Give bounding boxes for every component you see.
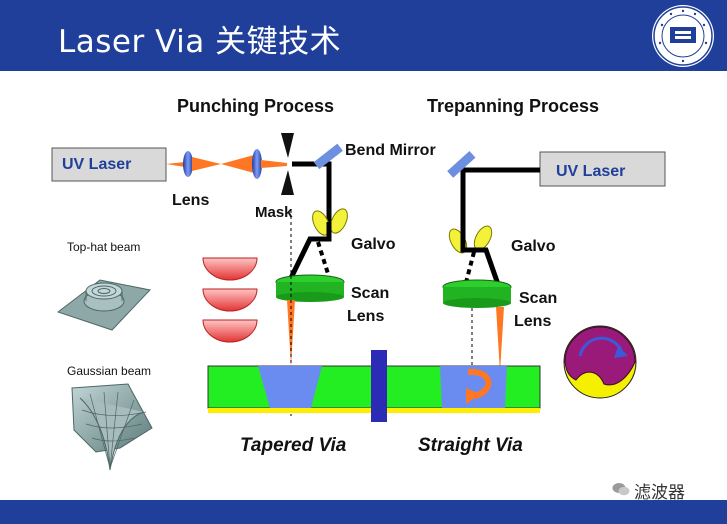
galvo-left-label: Galvo <box>351 236 396 253</box>
galvo-beam-right <box>460 225 503 291</box>
gaussian-beam-surface <box>71 383 153 471</box>
wechat-icon <box>612 483 630 496</box>
galvo-beam-left <box>287 222 332 282</box>
beam-path-left <box>292 161 332 222</box>
arrow-head <box>466 388 480 404</box>
watermark-text: 滤波器 <box>634 483 685 503</box>
page-title: Laser Via 关键技术 <box>58 24 342 60</box>
galvo-left-mirror-2 <box>330 208 348 234</box>
gaussian-beam-label: Gaussian beam <box>67 364 151 378</box>
trepanning-rotation-icon <box>563 325 637 399</box>
scan-dashed-left <box>316 241 332 281</box>
scan-lens-left-label-1: Scan <box>351 285 389 302</box>
scan-lens-right-label-1: Scan <box>519 290 557 307</box>
mask-bottom <box>281 170 294 195</box>
trepanning-process-title: Trepanning Process <box>427 96 599 116</box>
straight-via-shape <box>440 366 507 408</box>
scan-lens-left-bottom <box>276 292 344 302</box>
footer-bar <box>0 500 727 524</box>
tapered-via-shape <box>258 366 322 408</box>
bend-mirror-right <box>447 150 476 178</box>
bend-mirror-left <box>313 143 343 170</box>
uv-laser-left-label: UV Laser <box>62 156 131 173</box>
lens-left-2 <box>252 149 262 179</box>
galvo-left-mirror-1 <box>312 210 330 236</box>
tophat-beam-label: Top-hat beam <box>67 240 140 254</box>
laser-via-diagram: Punching Process Trepanning Process UV L… <box>51 96 666 471</box>
beam-down-right <box>496 307 504 372</box>
beam-profile-cap-1 <box>202 257 258 281</box>
beam-focus <box>192 157 221 171</box>
beam-segment <box>166 162 185 167</box>
galvo-right-label: Galvo <box>511 238 556 255</box>
beam-diverge <box>221 155 254 173</box>
scan-lens-right-bottom <box>443 298 511 308</box>
beam-segment <box>261 160 287 168</box>
beam-profile-cap-3 <box>202 319 258 343</box>
board-divider <box>371 350 387 422</box>
scan-lens-left-label-2: Lens <box>347 308 384 325</box>
university-seal-icon <box>652 5 714 67</box>
header-bar <box>0 0 727 71</box>
beam-path-right <box>460 167 540 225</box>
tapered-via-label: Tapered Via <box>240 435 347 456</box>
tophat-beam-surface <box>56 279 151 331</box>
mask-label: Mask <box>255 204 293 221</box>
beam-profile-cap-2 <box>202 288 258 312</box>
mask-top <box>281 133 294 158</box>
scan-lens-right-label-2: Lens <box>514 313 551 330</box>
uv-laser-left-box <box>51 147 167 182</box>
lens-left-1 <box>183 151 193 177</box>
punching-process-title: Punching Process <box>177 96 334 116</box>
uv-laser-right-label: UV Laser <box>556 163 625 180</box>
scan-dashed-right <box>462 251 476 291</box>
bend-mirror-label: Bend Mirror <box>345 142 436 159</box>
straight-via-label: Straight Via <box>418 435 523 456</box>
lens-label: Lens <box>172 192 209 209</box>
